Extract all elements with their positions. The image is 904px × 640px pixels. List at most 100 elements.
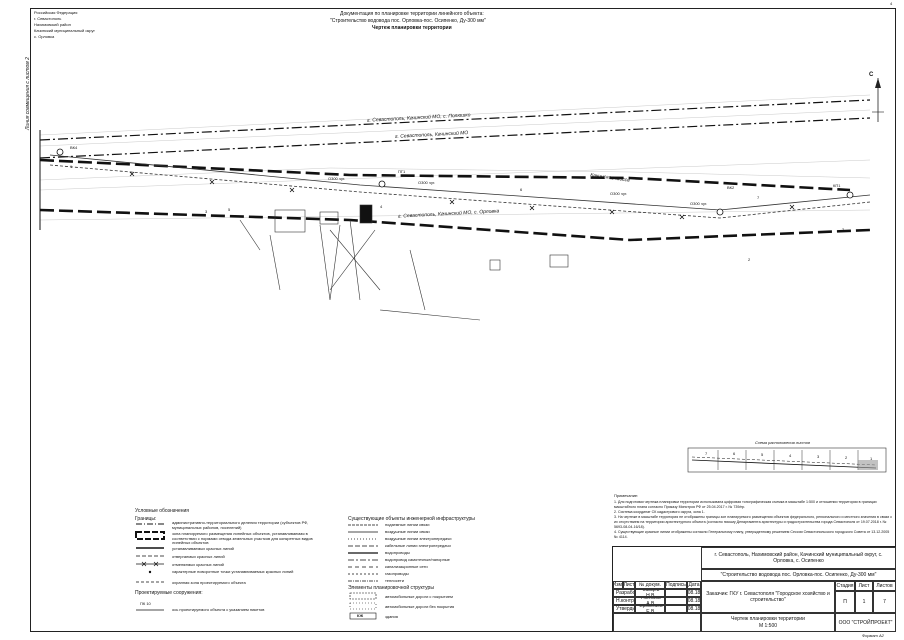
- note-item: 3. На чертеже в масштабе территория не о…: [614, 515, 893, 529]
- legend-item: характерные поворотные точки устанавлива…: [172, 569, 294, 574]
- sheet-number: 6: [733, 451, 736, 456]
- stamp-sheet-name: Чертеж планировки территории: [731, 616, 805, 622]
- stamp-col-value: 7: [873, 591, 896, 613]
- stamp-role: Разработал: [613, 589, 635, 597]
- legend-item: отменяемых красных линий: [172, 562, 224, 567]
- stamp-col-header: Листов: [873, 581, 896, 591]
- legend-planned-title: Элементы планировочной структуры: [348, 585, 434, 591]
- legend-item: устанавливаемых красных линий: [172, 546, 234, 551]
- pipe-label: О300 чуг.: [690, 201, 708, 206]
- point-number: 5: [228, 207, 231, 212]
- legend-existing-symbols: [348, 524, 378, 620]
- stamp-role: Н.контр.: [613, 597, 635, 605]
- sheet-number: 7: [705, 451, 708, 456]
- notes-heading: Примечание:: [614, 493, 639, 498]
- legend-item: кабельные линии электропередачи: [385, 543, 451, 548]
- stamp-name: Зайцев Н.В.: [635, 589, 665, 597]
- legend-heading: Условные обозначения: [135, 508, 190, 514]
- sheet-number: 3: [817, 454, 820, 459]
- pipe-label: О300 чуг.: [418, 180, 436, 185]
- picket-label: ВК2: [727, 185, 735, 190]
- sheet-number: 5: [761, 452, 764, 457]
- point-number: 6: [520, 187, 523, 192]
- stamp-col-header: Стадия: [835, 581, 855, 591]
- point-number: 2: [748, 257, 751, 262]
- picket-label: ПГ1: [398, 169, 406, 174]
- stamp-org: ООО "СТРОЙПРОЕКТ": [835, 613, 896, 632]
- title-stamp: Изм. Лист № докум. Подпись Дата Разработ…: [612, 546, 896, 632]
- stamp-blank: [613, 613, 701, 632]
- notes-list: 1. Для подготовки чертежа планировки тер…: [614, 500, 892, 540]
- point-number: 2: [842, 227, 845, 232]
- legend-item: автомобильные дороги с покрытием: [385, 594, 453, 599]
- title-line-2: "Строительство водовода пос. Орловка-пос…: [330, 18, 486, 24]
- side-label: Линия совмещения с листом 2: [25, 57, 31, 130]
- stamp-col-value: П: [835, 591, 855, 613]
- sheet-scheme-title: Схема расположения листов: [755, 440, 811, 445]
- stamp-date: 08.18: [687, 605, 701, 613]
- picket-label: КП1: [833, 183, 841, 188]
- stamp-signature: [665, 597, 687, 605]
- point-number: 4: [380, 204, 383, 209]
- stamp-col-header: Лист: [855, 581, 873, 591]
- legend-existing-title: Существующие объекты инженерной инфрастр…: [348, 516, 475, 522]
- stamp-date: 08.18: [687, 589, 701, 597]
- pipe-label: О300 чуг.: [610, 191, 628, 196]
- sheet-number: 4: [789, 453, 792, 458]
- legend-symbols: [135, 523, 165, 611]
- sheet-scheme-diagram: [687, 447, 887, 473]
- stamp-header: Лист: [623, 581, 635, 589]
- title-line-3: Чертеж планировки территории: [372, 25, 452, 31]
- legend-borders-title: Границы:: [135, 516, 157, 522]
- stamp-signature: [665, 589, 687, 597]
- stamp-client: Заказчик: ГКУ г. Севастополя "Городское …: [701, 581, 835, 613]
- north-arrow-icon: [872, 78, 884, 122]
- stamp-name: Ермолаев Е.В.: [635, 605, 665, 613]
- drawing-frame: [30, 8, 896, 632]
- north-label: С: [869, 72, 874, 78]
- page-number: 4: [890, 1, 893, 6]
- note-item: 4. Существующие красные линии отображены…: [614, 530, 890, 539]
- stamp-signature: [665, 605, 687, 613]
- stamp-sheet-name-cell: Чертеж планировки территории М 1:500: [701, 613, 835, 632]
- legend-item: теплосети: [385, 578, 404, 583]
- legend-item: канализационные сети: [385, 564, 428, 569]
- legend-projected-marker: ПК 10: [140, 601, 151, 606]
- legend-item: водопроводы: [385, 550, 410, 555]
- picket-label: ВК4: [70, 145, 78, 150]
- legend-item: отвергаемых красных линий: [172, 554, 225, 559]
- stamp-role: Утвердил: [613, 605, 635, 613]
- sheet-number: 2: [845, 455, 848, 460]
- sheet-number: 1: [870, 456, 873, 461]
- header-left-line: Качинский муниципальный округ: [34, 28, 95, 33]
- header-left-line: с. Орловка: [34, 34, 55, 39]
- stamp-date: 08.18: [687, 597, 701, 605]
- point-number: 3: [205, 209, 208, 214]
- point-number: 7: [757, 195, 760, 200]
- format-label: Формат А2: [862, 633, 884, 638]
- header-left-line: г. Севастополь: [34, 16, 62, 21]
- legend-item: административно-территориального деления…: [172, 520, 309, 530]
- legend-item: здания: [385, 614, 398, 619]
- stamp-header: Изм.: [613, 581, 623, 589]
- stamp-scale: М 1:500: [758, 623, 778, 629]
- legend-item: водопровод самотечные/напорные: [385, 557, 450, 562]
- stamp-project: "Строительство водовода пос. Орловка-пос…: [701, 569, 896, 581]
- note-item: 2. Система координат СК кадастрового окр…: [614, 510, 705, 514]
- legend-item: охранная зона проектируемого объекта: [172, 580, 246, 585]
- pipe-label: О300 чуг.: [328, 176, 346, 181]
- legend-item: автомобильные дороги без покрытия: [385, 604, 455, 609]
- point-number: 1: [70, 164, 73, 169]
- legend-item: воздушные линии электропередачи: [385, 536, 452, 541]
- note-item: 1. Для подготовки чертежа планировки тер…: [614, 500, 877, 509]
- site-plan-map: [39, 78, 884, 321]
- legend-building-marker: КЖ: [357, 613, 364, 618]
- legend-item: подземные линии связи: [385, 522, 430, 527]
- header-left-line: Российская Федерация: [34, 10, 78, 15]
- stamp-header: Дата: [687, 581, 701, 589]
- stamp-name: Полозов А.В.: [635, 597, 665, 605]
- legend-item: зона планируемого размещения линейных об…: [172, 531, 313, 545]
- stamp-col-value: 1: [855, 591, 873, 613]
- title-line-1: Документация по планировке территории ли…: [340, 11, 484, 17]
